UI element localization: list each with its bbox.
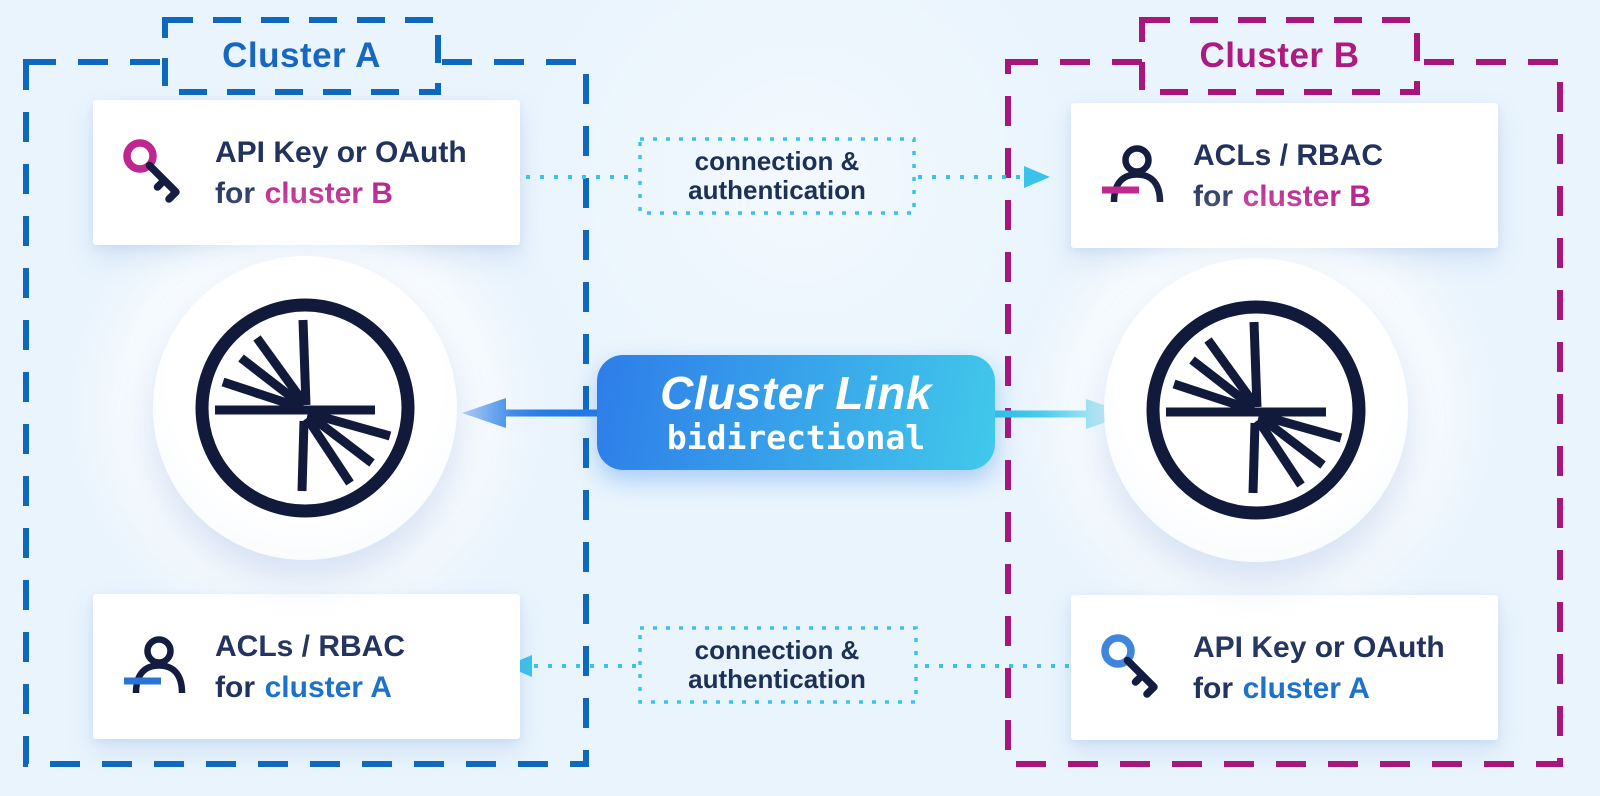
key-icon [123, 138, 180, 203]
cluster-a-label-text: Cluster A [222, 36, 381, 75]
connection-box-bottom: connection & authentication [638, 628, 916, 702]
cluster-b-reference: cluster B [1242, 179, 1371, 213]
card-line1: ACLs / RBAC [1193, 138, 1384, 172]
user-icon [1102, 144, 1164, 202]
cluster-a-reference: cluster A [1242, 671, 1370, 705]
cluster-b-label-text: Cluster B [1199, 36, 1360, 75]
user-icon [124, 635, 186, 693]
connection-box-top-frame [638, 137, 916, 215]
cluster-a-reference: cluster A [264, 670, 392, 704]
connection-box-bottom-frame [638, 626, 918, 704]
cluster-a-label-frame [162, 17, 441, 95]
cluster-b-label: Cluster B [1142, 20, 1417, 92]
cluster-link-title: Cluster Link [660, 366, 932, 419]
key-icon [1101, 633, 1158, 698]
connection-line1: connection & [694, 635, 860, 665]
confluent-cluster-icon [1104, 258, 1408, 562]
connection-box-top: connection & authentication [638, 139, 916, 213]
connection-line1: connection & [694, 146, 860, 176]
cluster-b-node [1104, 258, 1408, 562]
cluster-b-reference: cluster B [264, 176, 393, 210]
card-line1: API Key or OAuth [215, 135, 467, 169]
cluster-link-badge: Cluster Link bidirectional [597, 355, 995, 470]
confluent-cluster-icon [153, 256, 457, 560]
cluster-a-node [153, 256, 457, 560]
top-connection-arrowhead [1024, 166, 1050, 188]
card-line1: ACLs / RBAC [215, 629, 406, 663]
cluster-link-subtitle: bidirectional [666, 417, 926, 457]
cluster-b-label-frame [1139, 17, 1420, 95]
link-arrow-left [462, 398, 598, 428]
connection-line2: authentication [688, 175, 866, 205]
card-line1: API Key or OAuth [1193, 630, 1445, 664]
cluster-a-label: Cluster A [165, 20, 438, 92]
connection-line2: authentication [688, 664, 866, 694]
